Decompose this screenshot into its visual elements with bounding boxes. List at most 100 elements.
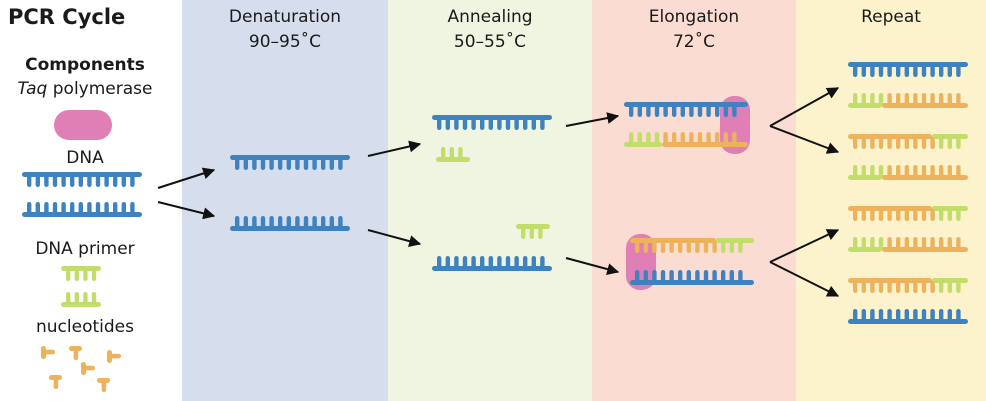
strand-tooth [74,269,79,281]
strand-tooth [706,105,711,117]
polymerase-elongation-bottom [626,234,656,290]
strand-tooth [445,256,450,268]
strand-tooth [66,269,71,281]
strand-tooth [870,209,875,221]
strand-tooth [269,216,274,228]
annealing-primer-bottom [516,224,550,239]
strand-tooth [913,165,918,177]
strand-tooth [514,256,519,268]
strand-tooth [295,158,300,170]
strand-tooth [870,281,875,293]
strand-tooth [637,105,642,117]
arrow-dna-to-bottom [157,201,216,220]
nucleotide [81,362,95,375]
strand-tooth [669,270,674,282]
strand-tooth [480,256,485,268]
strand-tooth [896,281,901,293]
strand-tooth [61,175,66,187]
strand-tooth [861,281,866,293]
strand-tooth [686,241,691,253]
denaturation-strand-bottom [230,216,350,231]
strand-tooth [260,216,266,228]
strand-tooth [471,118,476,130]
primer-icon-top [61,266,101,281]
strand-tooth [947,165,952,177]
strand-tooth [61,202,66,214]
strand-tooth [629,132,634,144]
strand-tooth [529,227,534,239]
strand-tooth [878,237,884,249]
strand-tooth [329,158,334,170]
strand-tooth [870,137,875,149]
strand-tooth [27,202,32,214]
strand-tooth [113,202,118,214]
strand-tooth [732,105,737,117]
strand-tooth [235,216,240,228]
strand-tooth [303,216,309,228]
strand-tooth [921,93,927,105]
stage-temp: 50–55˚C [453,31,527,52]
strand-tooth [680,132,685,144]
strand-tooth [70,175,75,187]
strand-tooth [853,137,858,149]
strand-tooth [480,118,485,130]
strand-tooth [732,132,737,144]
strand-tooth [887,93,892,105]
arrow-anneal-to-elong-bottom [565,257,620,275]
dna-icon-bottom-strand [22,202,142,217]
strand-tooth [939,309,944,321]
strand-tooth [921,281,927,293]
strand-tooth [706,132,711,144]
strand-tooth [904,237,909,249]
strand-tooth [723,132,728,144]
strand-tooth [947,209,952,221]
strand-tooth [654,105,660,117]
strand-tooth [660,270,666,282]
strand-tooth [654,132,660,144]
strand-tooth [646,105,651,117]
page-title: PCR Cycle [8,5,126,29]
nucleotide [97,378,110,392]
strand-tooth [689,132,694,144]
strand-tooth [286,216,291,228]
strand-tooth [878,65,884,77]
stage-repeat-label: Repeat [796,8,986,27]
strand-tooth [437,256,442,268]
strand-tooth [729,270,734,282]
stage-elongation-label: Elongation 72˚C [592,8,796,51]
strand-tooth [663,132,668,144]
strand-backbone [848,319,968,324]
strand-tooth [956,281,961,293]
strand-tooth [947,281,952,293]
strand-tooth [697,105,703,117]
strand-tooth [52,202,58,214]
arrow-dna-to-top [157,167,216,189]
nucleotide-bar [97,378,110,383]
strand-tooth [338,216,343,228]
strand-tooth [44,202,49,214]
strand-tooth [947,65,952,77]
nucleotide-bar [107,350,112,363]
strand-tooth [853,209,858,221]
strand-tooth [878,209,884,221]
strand-tooth [458,147,463,159]
arrow-denat-to-anneal-top [367,140,422,157]
strand-tooth [130,175,135,187]
strand-tooth [896,209,901,221]
nucleotide-stem [84,365,95,371]
strand-tooth [462,256,468,268]
strand-tooth [243,158,248,170]
stage-denaturation-label: Denaturation 90–95˚C [182,8,388,51]
strand-tooth [689,105,694,117]
strand-tooth [921,165,927,177]
strand-tooth [904,209,909,221]
strand-tooth [678,270,683,282]
primer-icon-bottom [61,292,101,307]
strand-tooth [471,256,476,268]
elongation-top-new [624,132,748,147]
strand-tooth [488,256,493,268]
elongation-top-template [624,102,748,117]
strand-tooth [712,270,717,282]
strand-tooth [861,237,866,249]
